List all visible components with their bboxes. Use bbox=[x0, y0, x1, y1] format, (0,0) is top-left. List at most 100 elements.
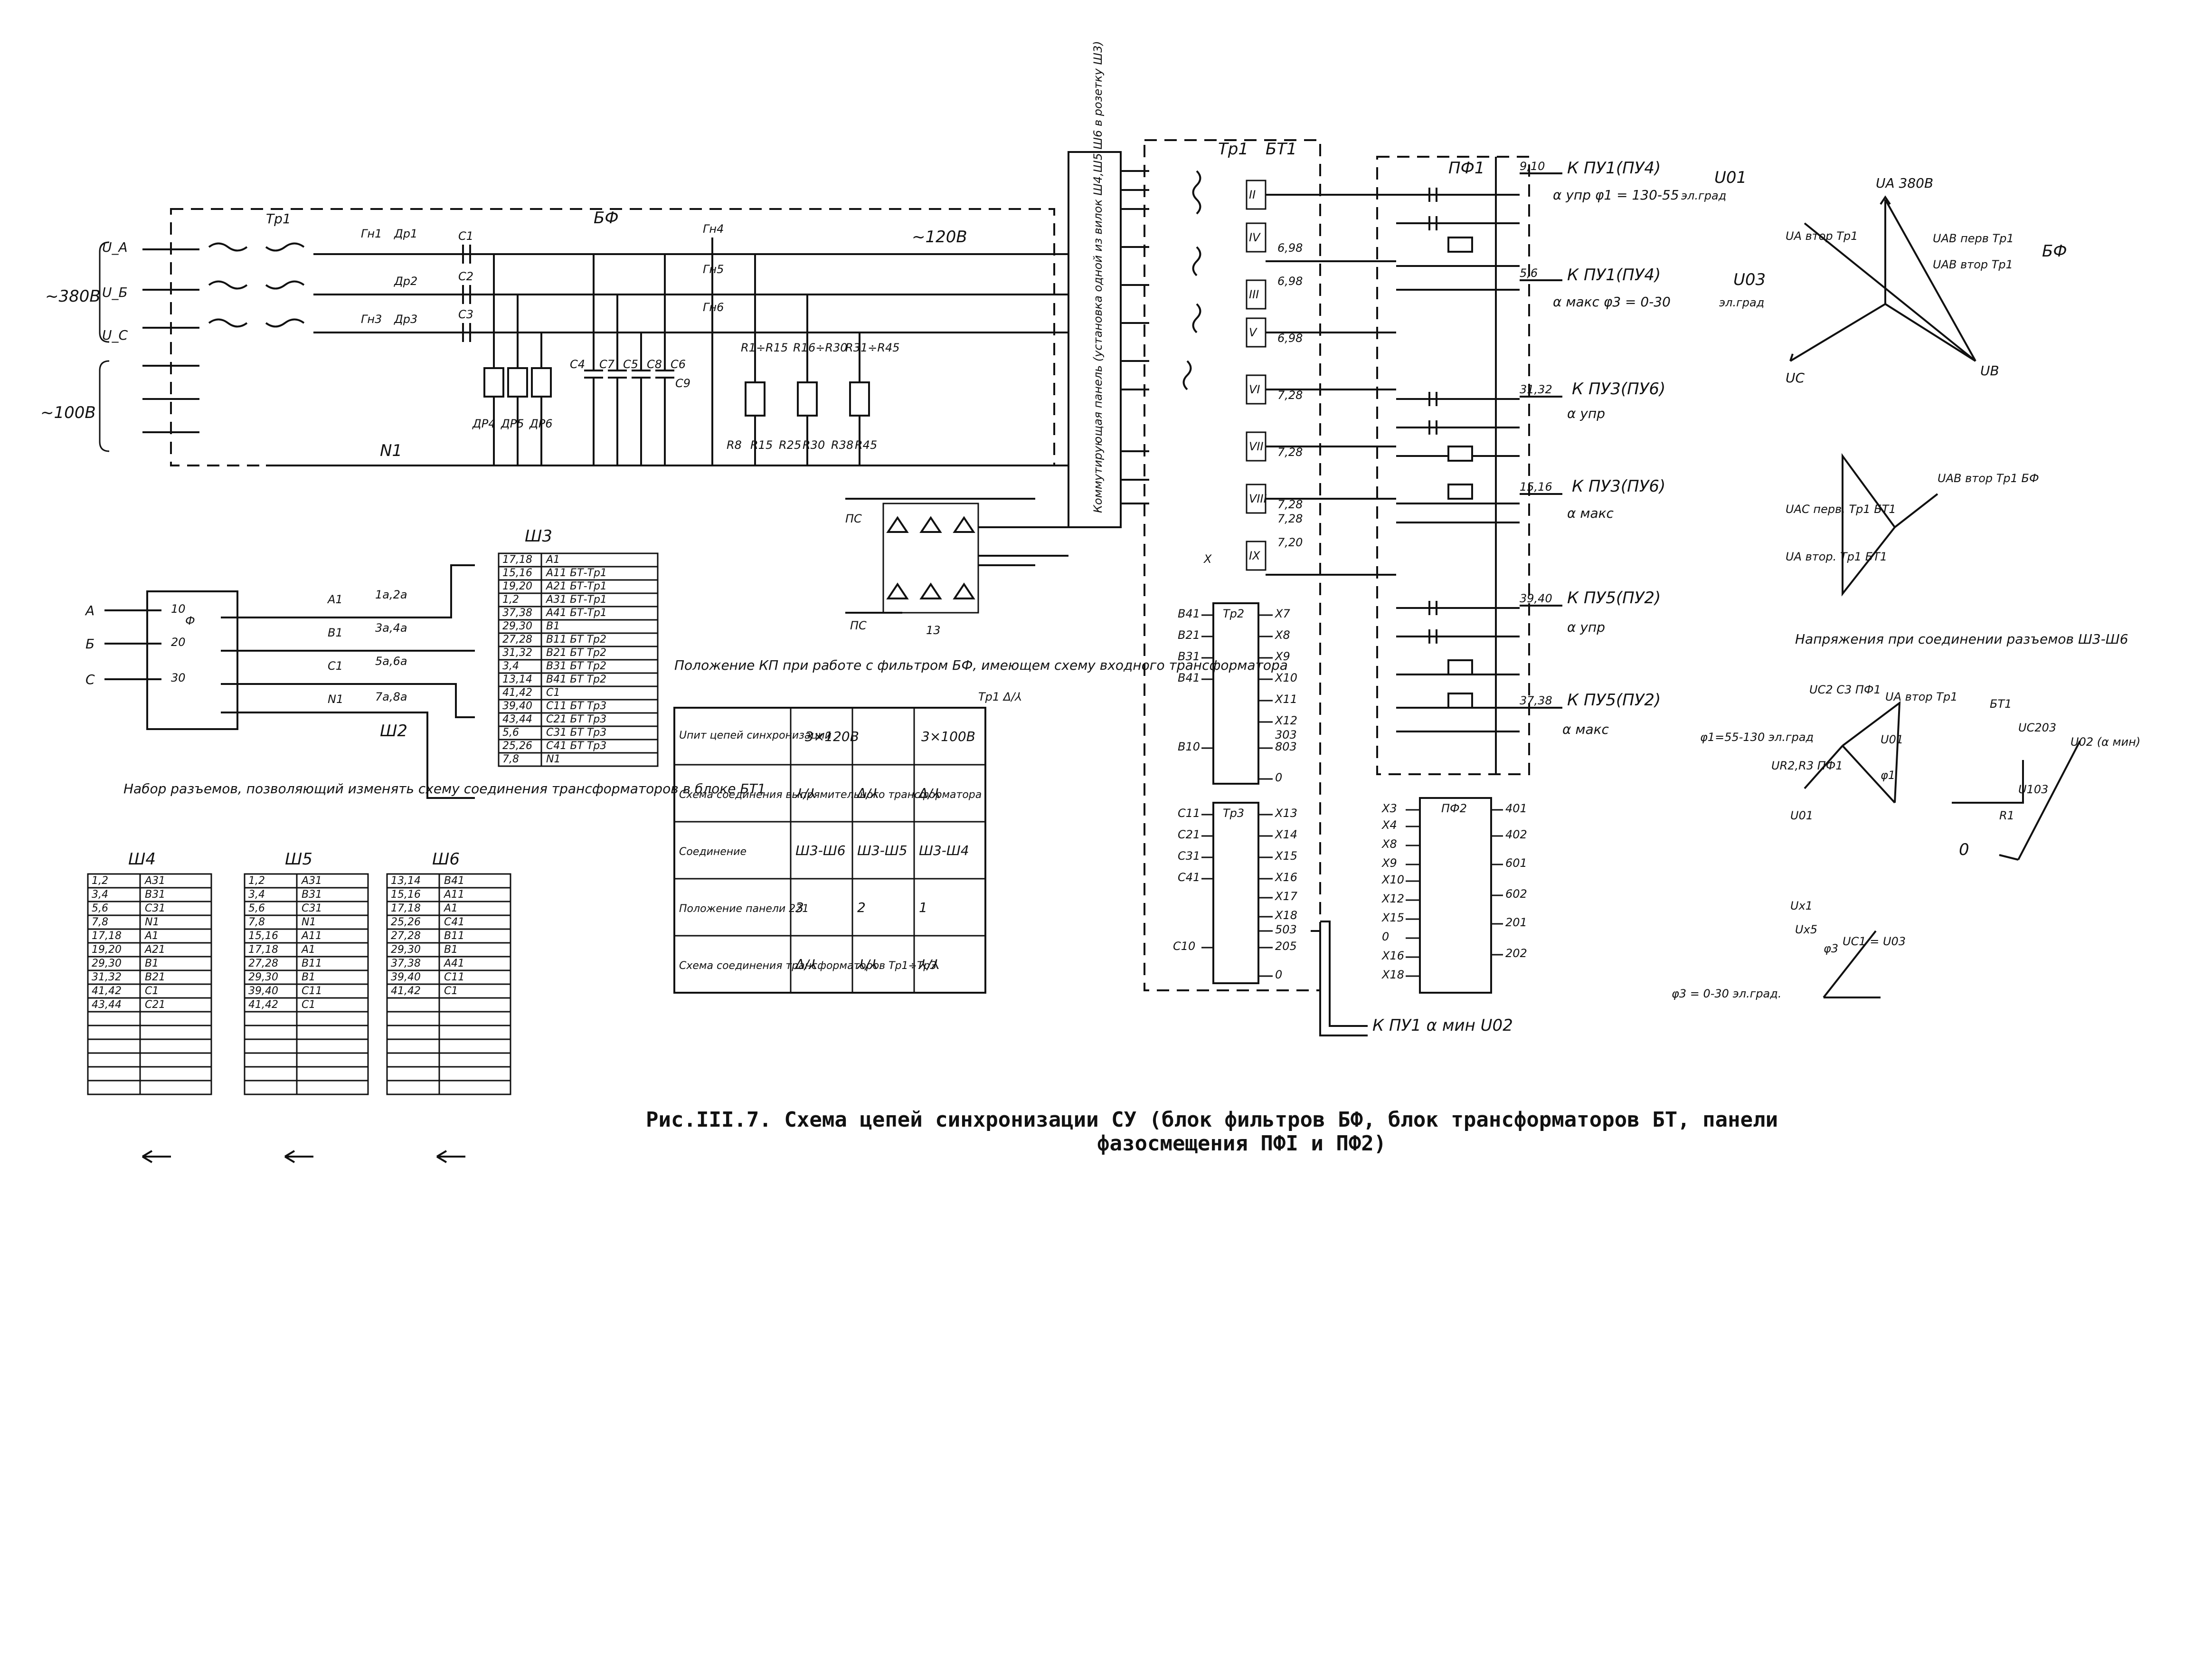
svg-text:III: III bbox=[1249, 288, 1259, 301]
svg-text:X16: X16 bbox=[1274, 871, 1297, 884]
svg-text:X3: X3 bbox=[1381, 802, 1397, 815]
sh6-row-signal: С1 bbox=[444, 985, 458, 997]
svg-text:UC1 = U03: UC1 = U03 bbox=[1843, 935, 1906, 948]
sh5-row-signal: В31 bbox=[302, 889, 322, 901]
brace-100 bbox=[99, 360, 110, 452]
svg-text:БТ1: БТ1 bbox=[1990, 697, 2012, 711]
svg-text:UAB втор Тр1 БФ: UAB втор Тр1 БФ bbox=[1938, 472, 2039, 485]
svg-text:VIII: VIII bbox=[1249, 492, 1267, 505]
svg-text:X4: X4 bbox=[1381, 818, 1397, 832]
svg-text:0: 0 bbox=[1275, 771, 1282, 784]
svg-text:Ш4: Ш4 bbox=[128, 850, 156, 869]
svg-text:13: 13 bbox=[926, 624, 941, 637]
sh5-row-signal: А1 bbox=[301, 944, 315, 956]
sh6-row-signal: В1 bbox=[444, 944, 458, 956]
svg-text:37,38: 37,38 bbox=[1520, 694, 1552, 707]
gn4-label: Гн4 bbox=[703, 222, 724, 236]
svg-text:803: 803 bbox=[1275, 740, 1297, 753]
svg-text:UC: UC bbox=[1786, 370, 1805, 386]
svg-text:X9: X9 bbox=[1381, 856, 1397, 870]
svg-text:X8: X8 bbox=[1274, 628, 1290, 642]
sh3-row-pins: 31,32 bbox=[502, 647, 532, 659]
kp-cell: Ш3-Ш6 bbox=[795, 843, 846, 858]
svg-text:эл.град: эл.град bbox=[1719, 296, 1764, 309]
sh3-row-pins: 37,38 bbox=[502, 607, 532, 619]
pu1-min-output: К ПУ1 α мин U02 bbox=[1311, 921, 1513, 1036]
transformer-block-frame bbox=[1144, 139, 1321, 991]
svg-text:0: 0 bbox=[1382, 930, 1389, 943]
svg-text:ДР4: ДР4 bbox=[472, 417, 496, 430]
sh3-row-signal: А11 БТ-Тр1 bbox=[545, 567, 607, 579]
caption-line-2: фазосмещения ПФI и ПФ2) bbox=[1097, 1131, 1386, 1156]
sh3-row-signal: В1 bbox=[546, 620, 560, 632]
svg-text:601: 601 bbox=[1505, 856, 1527, 870]
svg-text:1а,2а: 1а,2а bbox=[375, 588, 407, 601]
figure-caption: Рис.III.7. Схема цепей синхронизации СУ … bbox=[646, 1108, 1778, 1156]
svg-text:Набор разъемов, позволяющий из: Набор разъемов, позволяющий изменять схе… bbox=[123, 781, 766, 797]
sh3-row-signal: С41 БТ Тр3 bbox=[546, 740, 606, 752]
svg-text:С10: С10 bbox=[1173, 940, 1195, 953]
svg-text:X14: X14 bbox=[1274, 828, 1297, 841]
svg-text:С21: С21 bbox=[1178, 828, 1200, 841]
brace-380 bbox=[99, 241, 110, 343]
svg-text:7,28: 7,28 bbox=[1277, 498, 1303, 511]
tr1-bt-label: Тр1 bbox=[1218, 140, 1248, 159]
svg-text:UC203: UC203 bbox=[2018, 721, 2056, 734]
svg-text:R8: R8 bbox=[727, 438, 742, 452]
sh6-row-signal: В11 bbox=[444, 930, 464, 942]
svg-text:φ3: φ3 bbox=[1824, 942, 1838, 955]
svg-text:X15: X15 bbox=[1381, 911, 1404, 924]
sh5-row-pins: 3,4 bbox=[248, 889, 265, 901]
svg-text:α упр φ1 = 130-55: α упр φ1 = 130-55 bbox=[1553, 187, 1679, 203]
svg-text:Ux1: Ux1 bbox=[1790, 899, 1813, 912]
svg-text:VII: VII bbox=[1249, 440, 1264, 453]
kp-cell: Δ/⅄ bbox=[918, 786, 941, 801]
dr1-label: Др1 bbox=[394, 227, 417, 240]
sh3-row-signal: С11 БТ Тр3 bbox=[546, 700, 606, 712]
svg-text:R30: R30 bbox=[803, 438, 825, 452]
tr1-transformer: Тр1 bbox=[208, 211, 305, 328]
kp-cell: 1 bbox=[919, 900, 927, 915]
svg-text:К ПУ3(ПУ6): К ПУ3(ПУ6) bbox=[1572, 477, 1665, 496]
sh5-row-pins: 5,6 bbox=[248, 902, 265, 914]
phasor-middle: UAB втор Тр1 БФ UAC перв. Тр1 БТ1 UA вто… bbox=[1786, 453, 2128, 647]
sh5-row-pins: 15,16 bbox=[248, 930, 278, 942]
filter-buses bbox=[266, 253, 1054, 466]
svg-text:3а,4а: 3а,4а bbox=[375, 621, 407, 635]
svg-text:ПС: ПС bbox=[845, 512, 862, 525]
pf1-frame bbox=[1376, 156, 1530, 775]
sh5-row-signal: А31 bbox=[301, 875, 322, 887]
svg-text:205: 205 bbox=[1275, 940, 1297, 953]
sh6-row-pins: 25,26 bbox=[391, 916, 421, 928]
sh5-row-pins: 29,30 bbox=[248, 971, 278, 983]
sh3-row-pins: 15,16 bbox=[502, 567, 532, 579]
svg-text:К ПУ3(ПУ6): К ПУ3(ПУ6) bbox=[1572, 380, 1665, 399]
caption-line-1: Рис.III.7. Схема цепей синхронизации СУ … bbox=[646, 1108, 1778, 1132]
svg-text:ДР5: ДР5 bbox=[501, 417, 524, 430]
filter-block-label: БФ bbox=[594, 209, 619, 228]
sh3-row-signal: N1 bbox=[546, 753, 560, 765]
svg-text:С1: С1 bbox=[328, 659, 343, 673]
resistor-groups: R1÷R15 R16÷R30 R31÷R45 R8 R15 R25 R30 R3… bbox=[727, 254, 900, 465]
svg-text:IV: IV bbox=[1249, 231, 1261, 244]
svg-text:R31÷R45: R31÷R45 bbox=[845, 341, 900, 354]
sh4-row-signal: В31 bbox=[145, 889, 165, 901]
svg-text:С6: С6 bbox=[671, 358, 686, 371]
svg-text:В41: В41 bbox=[1178, 671, 1200, 684]
svg-text:α макс: α макс bbox=[1562, 722, 1609, 737]
sh5-row-signal: С31 bbox=[302, 902, 322, 914]
sh5-row-pins: 27,28 bbox=[248, 958, 278, 969]
svg-text:Ф: Ф bbox=[185, 614, 195, 627]
sh3-row-pins: 39,40 bbox=[502, 700, 532, 712]
svg-text:X12: X12 bbox=[1274, 714, 1297, 727]
svg-text:ПС: ПС bbox=[850, 619, 867, 632]
sh6-row-pins: 37,38 bbox=[391, 958, 421, 969]
svg-text:15,16: 15,16 bbox=[1520, 480, 1552, 494]
sh6-row-signal: С41 bbox=[444, 916, 464, 928]
svg-text:6,98: 6,98 bbox=[1277, 332, 1303, 345]
svg-text:7,28: 7,28 bbox=[1277, 512, 1303, 525]
arrows-left bbox=[142, 1150, 465, 1163]
svg-text:Тр2: Тр2 bbox=[1223, 607, 1244, 620]
tr1-label: Тр1 bbox=[266, 211, 291, 227]
